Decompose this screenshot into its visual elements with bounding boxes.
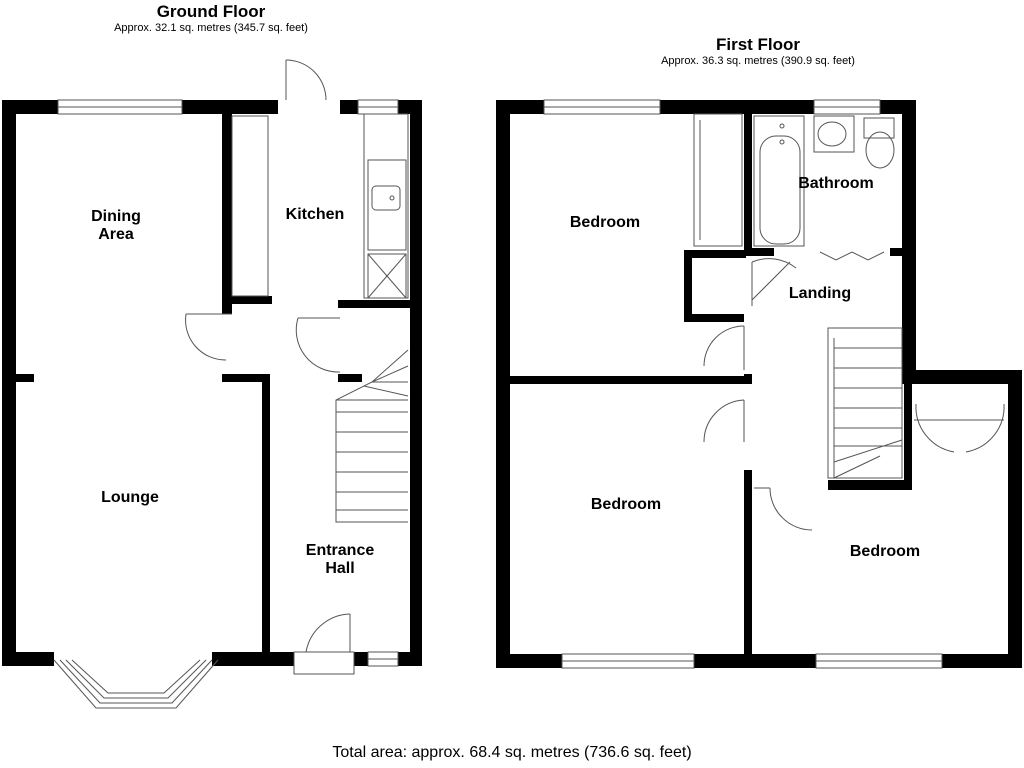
room-label-landing: Landing [788,285,852,302]
room-label-bedroom-right: Bedroom [849,543,921,560]
ground-floor-windows [57,99,399,667]
ground-floor-area: Approx. 32.1 sq. metres (345.7 sq. feet) [114,22,308,34]
lounge-bay-window [53,659,219,709]
ground-floor-plan [2,59,422,709]
room-label-lounge: Lounge [101,489,159,506]
room-label-entrance-hall: Entrance Hall [305,542,375,577]
ground-floor-header: Ground Floor Approx. 32.1 sq. metres (34… [61,2,361,35]
room-label-bedroom-top: Bedroom [569,214,641,231]
first-floor-title: First Floor [715,35,801,54]
room-label-bedroom-left: Bedroom [590,496,662,513]
first-floor-stairs [827,327,903,479]
ground-floor-title: Ground Floor [156,2,266,21]
first-floor-windows [543,99,943,669]
room-label-bathroom: Bathroom [798,175,874,192]
first-floor-header: First Floor Approx. 36.3 sq. metres (390… [608,35,908,68]
wardrobe-top-bedroom [693,113,743,247]
first-floor-area: Approx. 36.3 sq. metres (390.9 sq. feet) [661,55,855,67]
total-area: Total area: approx. 68.4 sq. metres (736… [332,744,692,761]
first-floor-plan [496,99,1022,669]
kitchen-units [231,113,409,299]
room-label-dining-area: Dining Area [91,208,141,243]
room-label-kitchen: Kitchen [285,206,345,223]
first-floor-doors [703,258,1005,531]
ground-floor-doors [185,59,355,675]
ground-floor-walls [2,100,422,666]
ground-floor-stairs [335,349,409,523]
bathroom-fittings [753,115,895,261]
first-floor-walls [496,100,1022,668]
